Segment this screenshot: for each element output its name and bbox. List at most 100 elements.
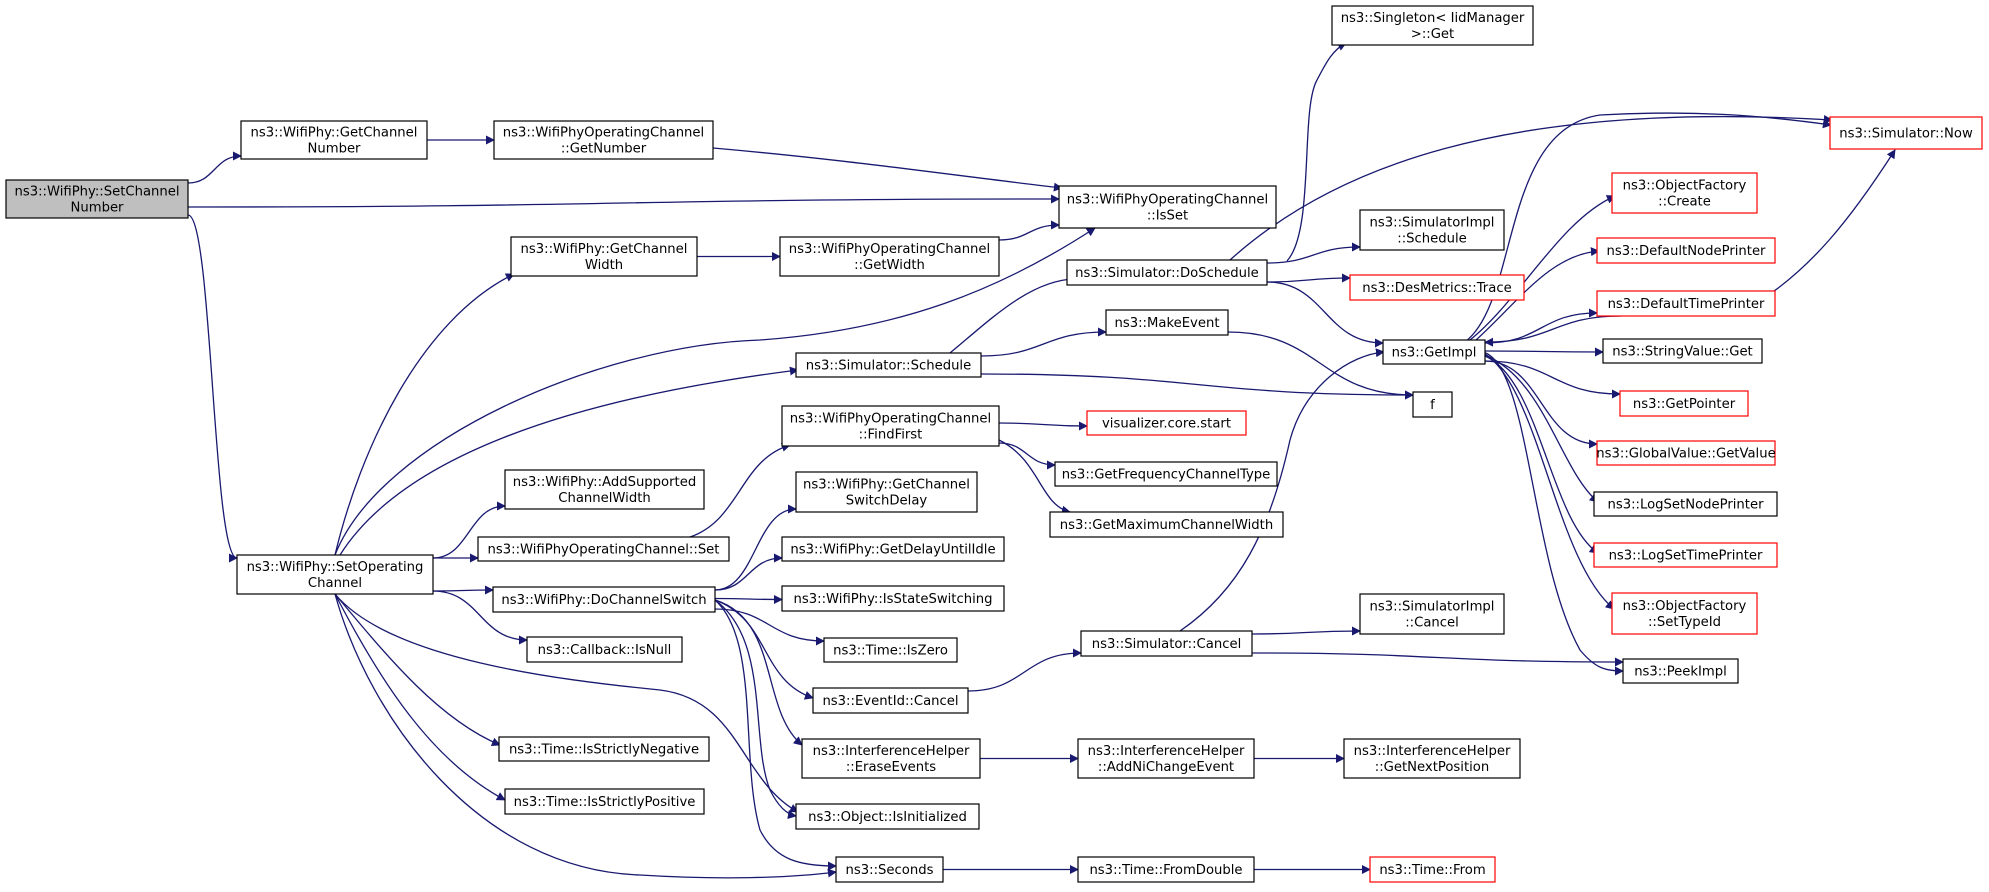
node-box bbox=[1596, 290, 1776, 317]
node-op-get-number[interactable]: ns3::WifiPhyOperatingChannel::GetNumber bbox=[493, 120, 714, 160]
node-string-value-get[interactable]: ns3::StringValue::Get bbox=[1602, 338, 1763, 364]
node-object-is-initialized[interactable]: ns3::Object::IsInitialized bbox=[795, 803, 980, 830]
edge-do-channel-switch-to-time-is-zero bbox=[714, 608, 825, 646]
node-box bbox=[1086, 410, 1247, 436]
node-simulator-cancel[interactable]: ns3::Simulator::Cancel bbox=[1080, 630, 1253, 657]
node-box bbox=[1359, 209, 1505, 251]
node-time-from-double[interactable]: ns3::Time::FromDouble bbox=[1077, 856, 1255, 883]
edge-do-channel-switch-to-eventid-cancel bbox=[714, 599, 814, 700]
node-label: ns3::ObjectFactory bbox=[1623, 179, 1747, 194]
edge-get-impl-to-string-value-get bbox=[1484, 347, 1604, 357]
edge-op-find-first-to-get-max-channel-width bbox=[998, 439, 1071, 515]
node-label: ns3::Time::IsStrictlyNegative bbox=[509, 743, 699, 758]
node-label: ns3::ObjectFactory bbox=[1623, 599, 1747, 614]
node-simulator-now[interactable]: ns3::Simulator::Now bbox=[1829, 116, 1983, 150]
node-visualizer-start[interactable]: visualizer.core.start bbox=[1086, 410, 1247, 436]
edge-simulator-doschedule-to-simimpl-schedule bbox=[1266, 242, 1361, 264]
node-label: ns3::Time::FromDouble bbox=[1089, 863, 1242, 878]
node-simimpl-cancel[interactable]: ns3::SimulatorImpl::Cancel bbox=[1359, 593, 1505, 635]
node-label: Number bbox=[308, 142, 362, 157]
node-time-from[interactable]: ns3::Time::From bbox=[1369, 856, 1496, 883]
edge-op-get-number-to-op-is-set bbox=[712, 147, 1063, 192]
node-desmetrics-trace[interactable]: ns3::DesMetrics::Trace bbox=[1349, 274, 1525, 301]
node-label: ns3::Time::IsStrictlyPositive bbox=[514, 795, 696, 810]
node-default-time-printer[interactable]: ns3::DefaultTimePrinter bbox=[1596, 290, 1776, 317]
node-label: ns3::GlobalValue::GetValue bbox=[1596, 447, 1775, 462]
node-op-get-width[interactable]: ns3::WifiPhyOperatingChannel::GetWidth bbox=[779, 236, 1000, 277]
node-ih-get-next-position[interactable]: ns3::InterferenceHelper::GetNextPosition bbox=[1343, 738, 1521, 779]
node-object-factory-create[interactable]: ns3::ObjectFactory::Create bbox=[1611, 172, 1758, 214]
node-callback-is-null[interactable]: ns3::Callback::IsNull bbox=[526, 636, 683, 663]
node-simulator-schedule[interactable]: ns3::Simulator::Schedule bbox=[795, 352, 982, 378]
edge-set-operating-channel-to-seconds bbox=[334, 593, 837, 879]
node-label: ::SetTypeId bbox=[1648, 615, 1721, 630]
node-do-channel-switch[interactable]: ns3::WifiPhy::DoChannelSwitch bbox=[492, 586, 716, 613]
node-box bbox=[795, 471, 978, 513]
node-op-set[interactable]: ns3::WifiPhyOperatingChannel::Set bbox=[477, 536, 730, 562]
node-box bbox=[1331, 5, 1534, 46]
node-label: ns3::Singleton< IidManager bbox=[1341, 11, 1525, 26]
node-label: ns3::GetFrequencyChannelType bbox=[1062, 468, 1271, 483]
node-singleton-get[interactable]: ns3::Singleton< IidManager>::Get bbox=[1331, 5, 1534, 46]
edge-default-time-printer-to-get-impl bbox=[1484, 315, 1622, 347]
node-object-factory-set-typeid[interactable]: ns3::ObjectFactory::SetTypeId bbox=[1611, 592, 1758, 635]
node-ih-add-ni-change[interactable]: ns3::InterferenceHelper::AddNiChangeEven… bbox=[1077, 738, 1255, 779]
node-get-freq-channel-type[interactable]: ns3::GetFrequencyChannelType bbox=[1054, 461, 1278, 487]
edge-simulator-schedule-to-f bbox=[980, 373, 1414, 400]
node-f[interactable]: f bbox=[1412, 391, 1453, 418]
node-box bbox=[795, 352, 982, 378]
node-label: Number bbox=[71, 201, 125, 216]
node-seconds[interactable]: ns3::Seconds bbox=[835, 856, 944, 883]
node-box bbox=[1829, 116, 1983, 150]
edge-set-operating-channel-to-time-is-strictly-positive bbox=[334, 593, 506, 801]
node-log-set-node-printer[interactable]: ns3::LogSetNodePrinter bbox=[1593, 491, 1778, 517]
node-peek-impl[interactable]: ns3::PeekImpl bbox=[1622, 658, 1739, 684]
node-default-node-printer[interactable]: ns3::DefaultNodePrinter bbox=[1596, 237, 1776, 264]
node-get-delay-until-idle[interactable]: ns3::WifiPhy::GetDelayUntilIdle bbox=[781, 536, 1005, 562]
node-label: ::GetNextPosition bbox=[1375, 760, 1489, 775]
node-label: ns3::DefaultTimePrinter bbox=[1608, 297, 1765, 312]
node-label: ::IsSet bbox=[1147, 209, 1188, 224]
node-global-value-get[interactable]: ns3::GlobalValue::GetValue bbox=[1596, 440, 1776, 466]
node-get-pointer[interactable]: ns3::GetPointer bbox=[1619, 390, 1749, 417]
edge-simulator-cancel-to-get-impl bbox=[1179, 348, 1385, 632]
node-op-find-first[interactable]: ns3::WifiPhyOperatingChannel::FindFirst bbox=[781, 405, 1000, 447]
node-simimpl-schedule[interactable]: ns3::SimulatorImpl::Schedule bbox=[1359, 209, 1505, 251]
node-label: ::Cancel bbox=[1405, 616, 1459, 631]
node-box bbox=[795, 803, 980, 830]
node-get-impl[interactable]: ns3::GetImpl bbox=[1382, 339, 1486, 365]
node-make-event[interactable]: ns3::MakeEvent bbox=[1105, 309, 1229, 336]
node-label: ns3::StringValue::Get bbox=[1612, 345, 1752, 360]
node-label: ns3::WifiPhyOperatingChannel bbox=[789, 242, 990, 257]
node-label: ns3::WifiPhy::SetChannel bbox=[14, 185, 179, 200]
node-label: ::EraseEvents bbox=[846, 760, 936, 775]
node-label: ns3::GetMaximumChannelWidth bbox=[1060, 518, 1273, 533]
node-log-set-time-printer[interactable]: ns3::LogSetTimePrinter bbox=[1593, 542, 1778, 568]
node-simulator-doschedule[interactable]: ns3::Simulator::DoSchedule bbox=[1066, 259, 1268, 286]
node-box bbox=[492, 586, 716, 613]
node-time-is-strictly-negative[interactable]: ns3::Time::IsStrictlyNegative bbox=[498, 736, 710, 762]
node-box bbox=[812, 687, 969, 714]
node-box bbox=[1066, 259, 1268, 286]
node-get-max-channel-width[interactable]: ns3::GetMaximumChannelWidth bbox=[1049, 511, 1284, 538]
node-op-is-set[interactable]: ns3::WifiPhyOperatingChannel::IsSet bbox=[1058, 185, 1277, 229]
edge-get-impl-to-get-pointer bbox=[1484, 360, 1621, 399]
node-time-is-zero[interactable]: ns3::Time::IsZero bbox=[823, 637, 958, 663]
node-box bbox=[526, 636, 683, 663]
node-label: f bbox=[1430, 398, 1435, 413]
node-eventid-cancel[interactable]: ns3::EventId::Cancel bbox=[812, 687, 969, 714]
edge-op-find-first-to-get-freq-channel-type bbox=[998, 442, 1056, 470]
nodes: ns3::WifiPhy::SetChannelNumberns3::WifiP… bbox=[5, 5, 1983, 883]
node-time-is-strictly-positive[interactable]: ns3::Time::IsStrictlyPositive bbox=[504, 788, 705, 815]
node-label: ns3::Callback::IsNull bbox=[538, 643, 672, 658]
node-is-state-switching[interactable]: ns3::WifiPhy::IsStateSwitching bbox=[781, 585, 1005, 612]
node-label: ns3::WifiPhy::GetDelayUntilIdle bbox=[790, 543, 995, 558]
node-ih-erase-events[interactable]: ns3::InterferenceHelper::EraseEvents bbox=[801, 738, 981, 779]
node-label: ns3::WifiPhyOperatingChannel bbox=[790, 412, 991, 427]
